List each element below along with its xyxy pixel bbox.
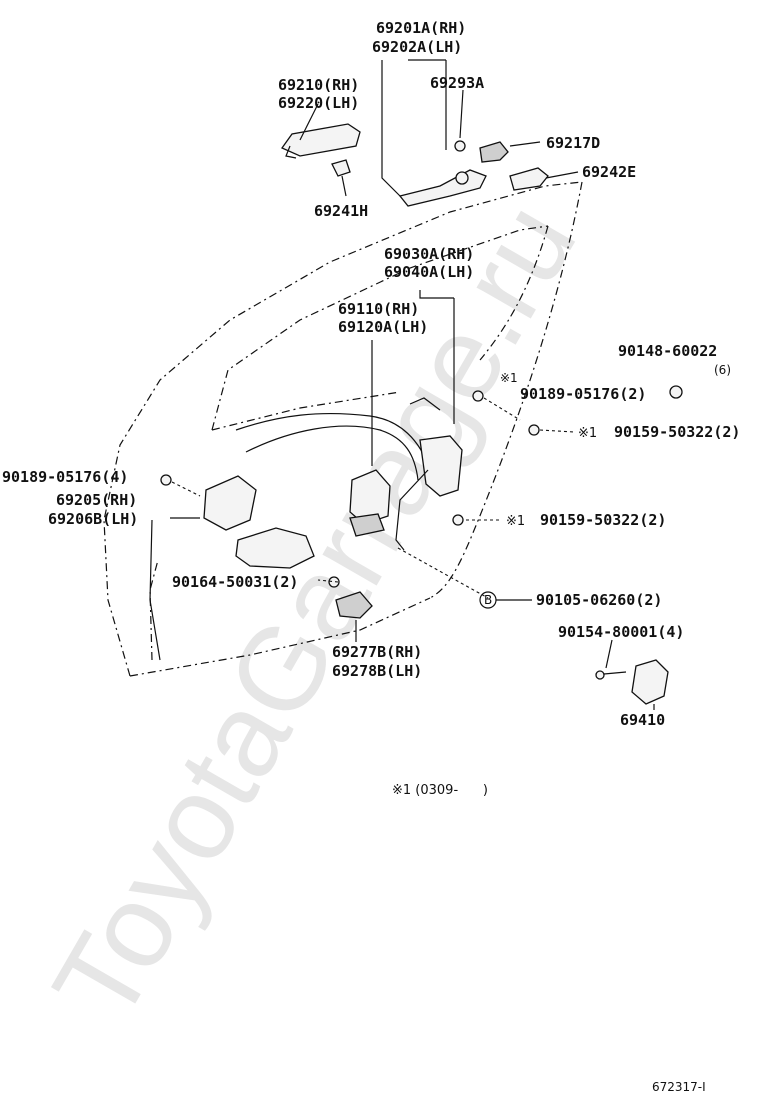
label-69242e: 69242E	[582, 163, 636, 181]
label-69293a: 69293A	[430, 74, 484, 92]
label-90164: 90164-50031(2)	[172, 573, 298, 591]
label-90189-top: 90189-05176(2)	[520, 385, 646, 403]
screw-icon	[472, 390, 484, 402]
cylinder-cover	[479, 141, 509, 163]
label-69205: 69205(RH)	[56, 491, 137, 509]
watermark: ToyotaGarrage.ru	[28, 182, 601, 1043]
door-striker	[595, 659, 669, 705]
label-69277b: 69277B(RH)	[332, 643, 422, 661]
note-mark-2: ※1	[578, 426, 597, 441]
label-69217d: 69217D	[546, 134, 600, 152]
label-69030a: 69030A(RH)	[384, 245, 474, 263]
label-90148-qty: (6)	[714, 363, 731, 377]
label-69278b: 69278B(LH)	[332, 662, 422, 680]
handle-bezel	[335, 591, 373, 619]
inside-handle	[203, 475, 315, 569]
label-69206b: 69206B(LH)	[48, 510, 138, 528]
handle-gasket	[509, 167, 549, 191]
label-69201a: 69201A(RH)	[376, 19, 466, 37]
screw-icon-2	[160, 474, 172, 486]
bolt-icon	[528, 424, 540, 436]
label-69410: 69410	[620, 711, 665, 729]
outside-handle	[281, 123, 361, 159]
note-mark-1: ※1	[500, 371, 518, 385]
label-69202a: 69202A(LH)	[372, 38, 462, 56]
label-90159-b: 90159-50322(2)	[540, 511, 666, 529]
label-69220: 69220(LH)	[278, 94, 359, 112]
label-69120a: 69120A(LH)	[338, 318, 428, 336]
lock-rod	[349, 469, 391, 537]
label-90148: 90148-60022	[618, 342, 717, 360]
screw-icon-3	[328, 576, 340, 588]
handle-pad	[331, 159, 351, 177]
label-90189-left: 90189-05176(4)	[2, 468, 128, 486]
label-69110: 69110(RH)	[338, 300, 419, 318]
label-69210: 69210(RH)	[278, 76, 359, 94]
handle-frame	[398, 140, 487, 207]
drawing-id: 672317-I	[652, 1080, 706, 1094]
clip-icon	[669, 385, 683, 399]
footnote: ※1 (0309- )	[392, 783, 488, 798]
label-69040a: 69040A(LH)	[384, 263, 474, 281]
reference-circle	[479, 591, 497, 609]
label-69241h: 69241H	[314, 202, 368, 220]
reference-letter: B	[484, 593, 492, 607]
door-outline	[103, 181, 583, 677]
label-90159-a: 90159-50322(2)	[614, 423, 740, 441]
label-90105: 90105-06260(2)	[536, 591, 662, 609]
bolt-icon-2	[452, 514, 464, 526]
door-lock-assembly	[235, 397, 463, 551]
label-90154: 90154-80001(4)	[558, 623, 684, 641]
note-mark-3: ※1	[506, 514, 525, 529]
